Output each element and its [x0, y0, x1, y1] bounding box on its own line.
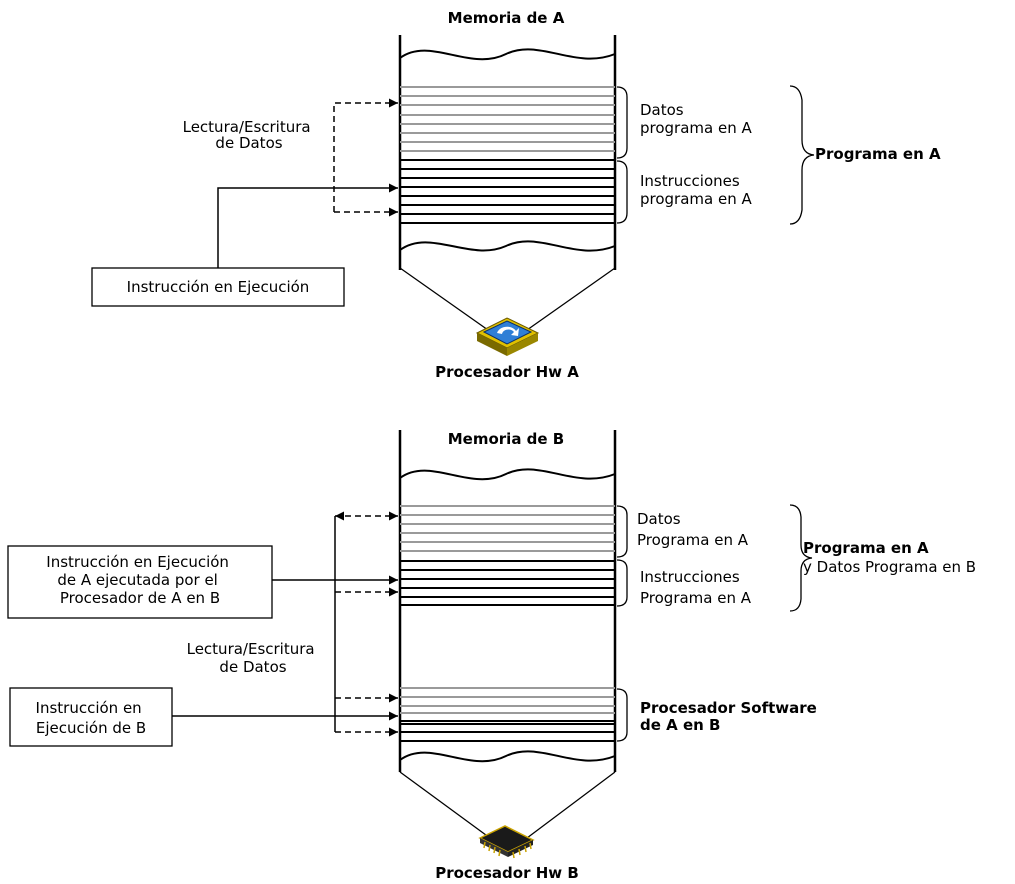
- exec-box-a-label: Instrucción en Ejecución: [127, 278, 310, 296]
- rw-label-b: Lectura/Escritura de Datos: [187, 640, 320, 676]
- program-brace-a: [789, 85, 815, 225]
- program-brace-b: [789, 504, 813, 612]
- memory-b-instruction-rows: [400, 560, 615, 606]
- microchip-icon: [478, 825, 535, 859]
- memory-a-data-rows: [400, 86, 615, 152]
- cone-a-right: [526, 267, 616, 331]
- memory-b-software-data-rows: [400, 687, 615, 714]
- data-bracket-a: [616, 86, 628, 159]
- memory-a: Memoria de A Datos programa en A Instruc…: [91, 9, 941, 381]
- software-proc-label: Procesador Software de A en B: [640, 699, 822, 734]
- cone-a-left: [399, 267, 489, 331]
- rw-label-a: Lectura/Escritura de Datos: [183, 118, 316, 152]
- processor-a-label: Procesador Hw A: [435, 363, 579, 381]
- memory-b-break-bottom: [399, 750, 616, 763]
- software-proc-bracket: [616, 688, 628, 742]
- exec-box-a-in-b: [7, 545, 273, 619]
- program-label-a: Programa en A: [815, 145, 941, 163]
- exec-box-b-label: Instrucción en Ejecución de B: [36, 699, 147, 737]
- instr-bracket-b: [616, 559, 628, 607]
- processor-b-label: Procesador Hw B: [435, 864, 579, 882]
- memory-b-software-instruction-rows: [400, 720, 615, 742]
- cpu-chip-icon: [475, 317, 540, 356]
- rw-arrow-a-data: [333, 98, 398, 212]
- data-bracket-b: [616, 505, 628, 558]
- exec-arrow-a: [217, 183, 398, 268]
- instr-label-a: Instrucciones programa en A: [640, 172, 752, 208]
- memory-a-title: Memoria de A: [448, 9, 565, 27]
- instr-bracket-a: [616, 160, 628, 224]
- exec-box-a: [91, 267, 345, 307]
- cone-b-right: [526, 771, 616, 839]
- memory-b-break-top: [399, 468, 616, 481]
- exec-box-a-in-b-label: Instrucción en Ejecución de A ejecutada …: [46, 553, 233, 607]
- exec-box-b: [9, 687, 173, 747]
- program-label-b: Programa en A y Datos Programa en B: [803, 539, 976, 576]
- memory-b-title: Memoria de B: [448, 430, 564, 448]
- instr-label-b: Instrucciones Programa en A: [640, 568, 752, 607]
- memory-a-break-bottom: [399, 240, 616, 252]
- cone-b-left: [399, 771, 491, 839]
- memory-b-data-rows: [400, 505, 615, 552]
- data-label-b: Datos Programa en A: [637, 510, 749, 549]
- memory-b: Memoria de B Datos Programa en A: [7, 430, 976, 882]
- memory-a-instruction-rows: [400, 159, 615, 224]
- memory-a-break-top: [399, 48, 616, 61]
- data-label-a: Datos programa en A: [640, 101, 752, 137]
